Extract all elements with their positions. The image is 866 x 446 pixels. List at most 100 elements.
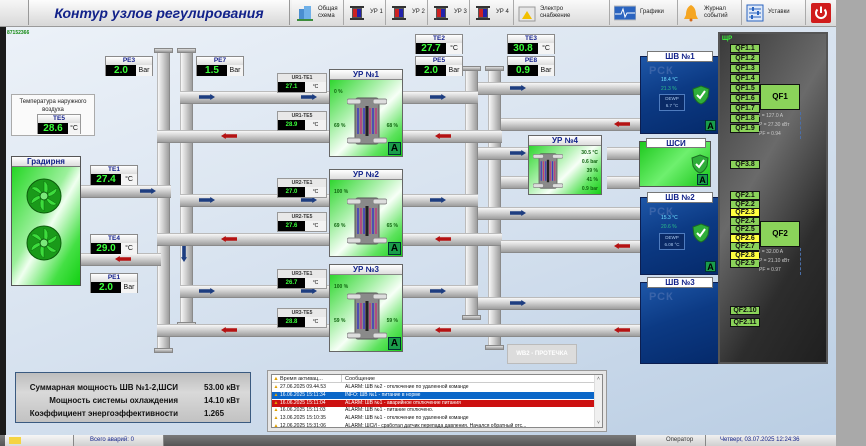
nav-ur1[interactable]: УР 1 [344,0,386,25]
pipe-cap [462,315,481,320]
log-time: 12.06.2025 15:31:06 [280,423,326,429]
nav-ur2[interactable]: УР 2 [386,0,428,25]
breaker-qf1-2[interactable]: QF1.2 [730,54,760,63]
heat-exchanger-icon [474,4,492,22]
cooling-tower[interactable]: Градирня [11,156,81,286]
rsk-logo: РСК [649,206,674,218]
unit-ur3[interactable]: УР №3 100 % 59 % 59 % A [329,264,403,352]
nav-general-scheme[interactable]: Общая схема [292,0,344,25]
heat-exchanger-icon [432,4,450,22]
gauge-label: UR3-TE5 [291,310,313,316]
flow-arrow-icon [199,197,215,203]
log-time: 13.06.2025 15:10:35 [280,415,326,422]
gauge-value: 29.0 [91,243,121,254]
breaker-qf1-1[interactable]: QF1.1 [730,44,760,53]
warning-icon: ▲ [273,376,279,382]
nav-settings[interactable]: Уставки [742,0,806,25]
flow-arrow-icon [301,197,317,203]
breaker-qf3-8[interactable]: QF3.8 [730,160,760,169]
gauge-unit: °C [68,123,80,134]
gauge-value: 2.0 [106,65,136,76]
nav-charts[interactable]: Графики [610,0,678,25]
cabinet-title: ШВ №2 [647,192,713,203]
nav-power-supply[interactable]: Электро снабжение [514,0,610,25]
nav-ur3[interactable]: УР 3 [428,0,470,25]
column-time[interactable]: Время активац... [280,375,342,383]
building-icon [296,4,314,22]
pipe [607,147,640,160]
breaker-qf1-6[interactable]: QF1.6 [730,94,760,103]
auto-mode-badge[interactable]: A [388,337,401,350]
column-message[interactable]: Сообщение [345,376,375,382]
pipe [402,233,502,246]
gauge-value: 2.0 [416,65,446,76]
auto-mode-badge[interactable]: A [388,142,401,155]
pipe [478,82,640,95]
station-code: 87152366 [7,30,30,36]
nav-ur4[interactable]: УР 4 [470,0,514,25]
event-log-table[interactable]: ▲Время активац...Сообщение ▲27.06.2025 0… [271,374,603,431]
pipe-cap [485,345,504,350]
rsk-logo: РСК [649,291,674,303]
breaker-qf1-9[interactable]: QF1.9 [730,124,760,133]
gauge-label: UR2-TE5 [291,214,313,220]
valve-top-percent: 100 % [334,189,349,195]
breaker-qf1-3[interactable]: QF1.3 [730,64,760,73]
breaker-qf1-5[interactable]: QF1.5 [730,84,760,93]
breaker-qf1-7[interactable]: QF1.7 [730,104,760,113]
pipe [81,185,171,198]
heat-exchanger-icon [347,97,387,145]
breaker-qf1-4[interactable]: QF1.4 [730,74,760,83]
breaker-qf2-11[interactable]: QF2.11 [730,318,760,327]
cabinet-shci[interactable]: ШСИ A [639,138,711,187]
flow-arrow-icon [510,300,526,306]
shield-check-icon [692,223,710,243]
flow-arrow-icon [221,133,237,139]
log-message: ALARM: ШСИ - сработал датчик перепада да… [345,423,527,429]
breaker-qf1-8[interactable]: QF1.8 [730,114,760,123]
auto-mode-badge[interactable]: A [388,242,401,255]
gauge-label: TE5 [38,115,80,123]
power-button[interactable] [808,0,834,25]
auto-mode-badge[interactable]: A [705,120,716,131]
breaker-qf2[interactable]: QF2 [760,221,800,247]
gauge-unit: °C [121,174,137,185]
log-time: 27.06.2025 09.44.53 [280,384,326,390]
unit-title: УР №1 [330,70,402,80]
unit-ur1[interactable]: УР №1 0 % 69 % 68 % A [329,69,403,157]
auto-mode-badge[interactable]: A [705,261,716,272]
flow-arrow-icon [199,94,215,100]
flow-arrow-icon [301,288,317,294]
gauge-label: PE7 [197,57,243,65]
nav-event-log[interactable]: Журнал событий [678,0,742,25]
nav-label: УР 2 [412,9,425,15]
user-indicator[interactable]: Оператор [636,435,706,446]
cabinet-sv3[interactable]: ШВ №3 РСК [640,277,720,364]
alarm-folder[interactable] [5,435,74,446]
pipe-cap [154,348,173,353]
scrollbar[interactable]: ˄˅ [594,375,602,427]
summary-value: 53.00 кВт [204,383,240,392]
breaker-qf1[interactable]: QF1 [760,84,800,110]
cabinet-title: ШВ №3 [647,277,713,288]
shield-check-icon [691,154,709,174]
unit-ur4[interactable]: УР №4 30.5 °C 0.6 bar 39 % 41 % 0.9 bar [528,135,602,195]
gauge-unit: °C [305,120,326,130]
page-title: Контур узлов регулирования [54,4,264,21]
breaker-qf2-9[interactable]: QF2.9 [730,259,760,268]
auto-mode-badge[interactable]: A [697,174,708,185]
cabinet-title: ШВ №1 [647,51,713,62]
unit-ur2[interactable]: УР №2 100 % 69 % 65 % A [329,169,403,257]
breaker-qf2-10[interactable]: QF2.10 [730,306,760,315]
